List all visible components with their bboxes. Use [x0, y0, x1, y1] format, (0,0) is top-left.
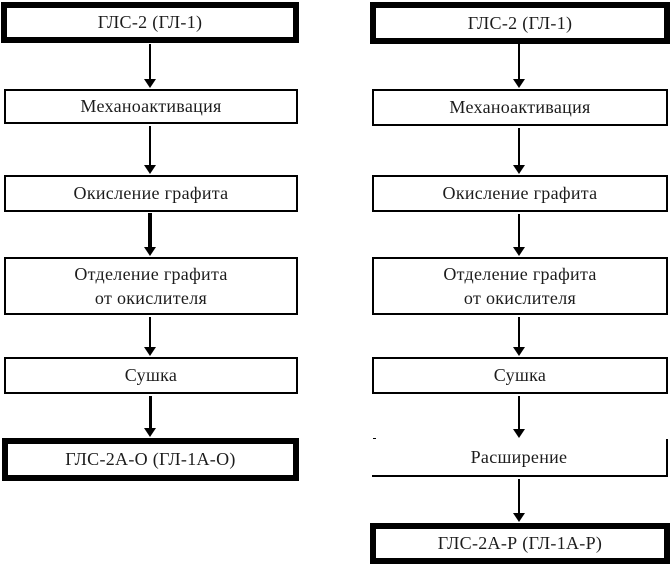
arrow-head-icon	[513, 247, 525, 256]
right-node-gls-2-label: ГЛС-2 (ГЛ-1)	[467, 12, 573, 33]
left-node-gls-2: ГЛС-2 (ГЛ-1)	[1, 2, 299, 43]
right-down-arrow-2	[513, 128, 525, 174]
right-node-mechanoactivation-label: Механоактивация	[449, 97, 591, 118]
right-down-arrow-6	[513, 479, 525, 522]
arrow-shaft	[518, 317, 520, 347]
left-down-arrow-1	[144, 44, 156, 88]
left-node-graphite-oxidation-label: Окисление графита	[73, 183, 229, 204]
right-node-mechanoactivation: Механоактивация	[372, 89, 668, 126]
right-down-arrow-5	[513, 396, 525, 438]
arrow-head-icon	[144, 428, 156, 437]
left-node-gls-2a-o-label: ГЛС-2А-О (ГЛ-1А-О)	[65, 449, 236, 470]
arrow-head-icon	[513, 429, 525, 438]
arrow-shaft	[518, 396, 520, 429]
arrow-shaft	[149, 126, 151, 165]
right-node-expansion-label: Расширение	[470, 446, 568, 467]
arrow-shaft	[518, 214, 520, 247]
arrow-head-icon	[144, 165, 156, 174]
right-node-gls-2a-r-label: ГЛС-2А-Р (ГЛ-1А-Р)	[437, 533, 603, 554]
arrow-shaft	[518, 44, 520, 79]
left-down-arrow-2	[144, 126, 156, 174]
right-node-graphite-separation: Отделение графита от окислителя	[372, 257, 668, 315]
arrow-head-icon	[513, 165, 525, 174]
arrow-shaft	[149, 317, 151, 347]
left-node-gls-2-label: ГЛС-2 (ГЛ-1)	[97, 12, 203, 33]
right-node-graphite-oxidation: Окисление графита	[372, 175, 668, 212]
left-node-drying: Сушка	[4, 357, 298, 394]
arrow-shaft	[518, 479, 520, 513]
arrow-head-icon	[513, 347, 525, 356]
left-down-arrow-3	[144, 213, 156, 256]
right-node-graphite-oxidation-label: Окисление графита	[442, 183, 598, 204]
right-node-graphite-separation-label: Отделение графита от окислителя	[443, 263, 597, 308]
left-node-mechanoactivation-label: Механоактивация	[80, 96, 222, 117]
left-node-mechanoactivation: Механоактивация	[4, 89, 298, 124]
left-down-arrow-4	[144, 317, 156, 356]
arrow-shaft	[518, 128, 520, 165]
left-node-drying-label: Сушка	[124, 365, 178, 386]
right-down-arrow-4	[513, 317, 525, 356]
left-node-graphite-separation-label: Отделение графита от окислителя	[74, 263, 228, 308]
arrow-head-icon	[513, 79, 525, 88]
left-node-graphite-separation: Отделение графита от окислителя	[4, 257, 298, 315]
right-node-gls-2a-r: ГЛС-2А-Р (ГЛ-1А-Р)	[370, 523, 670, 564]
right-node-drying: Сушка	[372, 357, 668, 394]
right-down-arrow-1	[513, 44, 525, 88]
left-down-arrow-5	[144, 396, 156, 437]
arrow-shaft	[149, 44, 151, 79]
left-node-graphite-oxidation: Окисление графита	[4, 175, 298, 212]
right-node-gls-2: ГЛС-2 (ГЛ-1)	[370, 2, 670, 44]
right-node-drying-label: Сушка	[493, 365, 547, 386]
arrow-head-icon	[144, 347, 156, 356]
arrow-shaft	[148, 396, 152, 428]
right-down-arrow-3	[513, 214, 525, 256]
arrow-head-icon	[144, 247, 156, 256]
arrow-head-icon	[144, 79, 156, 88]
right-node-expansion: Расширение	[372, 439, 668, 477]
arrow-shaft	[148, 213, 152, 247]
left-node-gls-2a-o: ГЛС-2А-О (ГЛ-1А-О)	[2, 438, 299, 481]
arrow-head-icon	[513, 513, 525, 522]
